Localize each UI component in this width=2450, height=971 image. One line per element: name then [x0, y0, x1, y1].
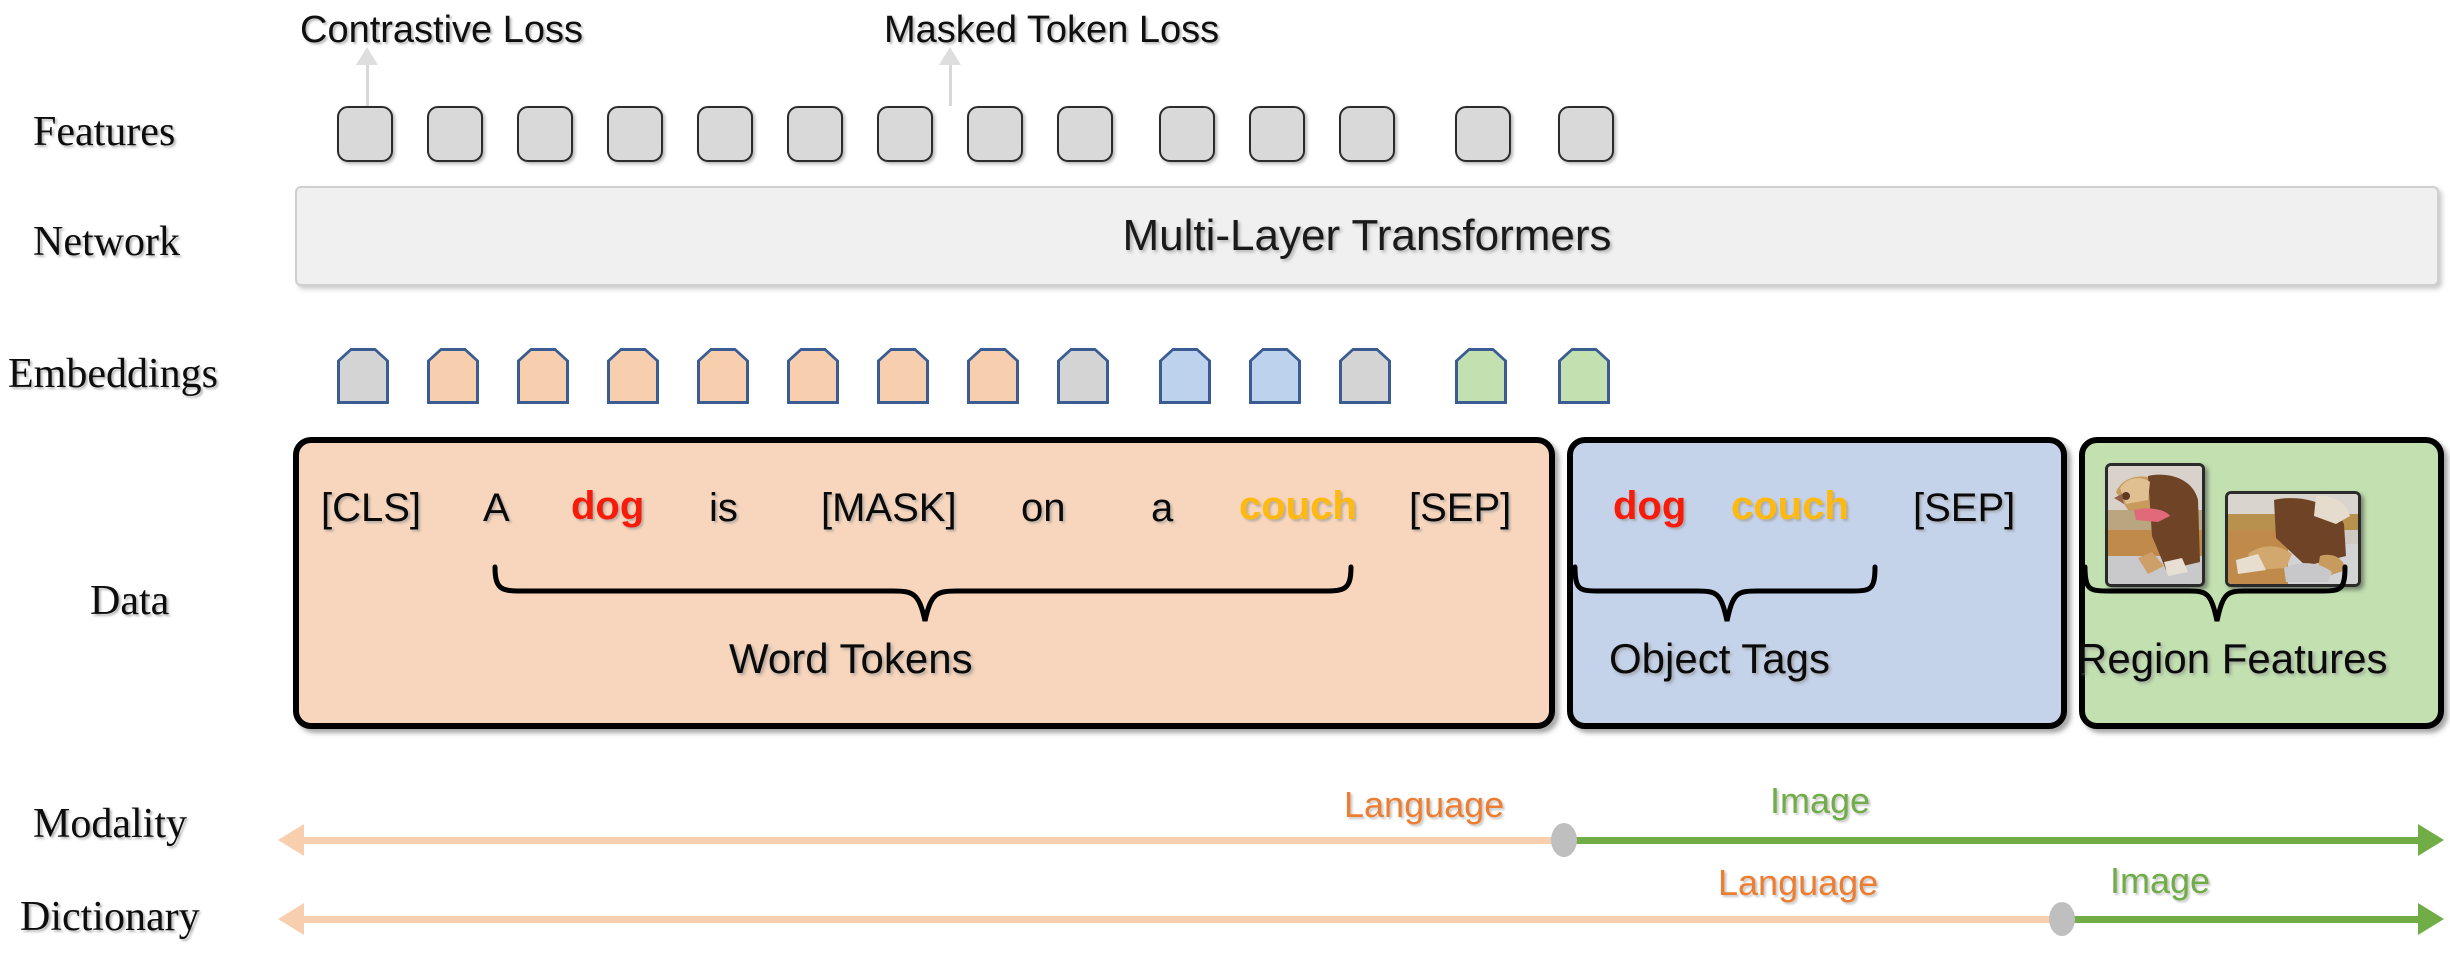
feature-box-8	[967, 106, 1023, 162]
row-label-data: Data	[90, 578, 170, 624]
contrastive-loss-label: Contrastive Loss	[300, 9, 584, 51]
region-thumb-1	[2105, 463, 2205, 587]
dictionary-right-arrowhead-icon	[2418, 903, 2444, 935]
feature-box-11	[1249, 106, 1305, 162]
tag-dog: dog	[1613, 484, 1687, 528]
row-label-modality: Modality	[33, 801, 187, 847]
embedding-6-orange	[787, 348, 839, 404]
masked-token-loss-arrow-icon	[939, 47, 961, 106]
dictionary-language-segment	[303, 916, 2060, 923]
embedding-10-blue	[1159, 348, 1211, 404]
embedding-1-gray	[337, 348, 389, 404]
token-couch: couch	[1239, 484, 1357, 528]
modality-image-segment	[1572, 837, 2422, 844]
data-box-object-tags: dog couch [SEP] Object Tags	[1567, 437, 2067, 729]
embedding-13-green	[1455, 348, 1507, 404]
embedding-9-gray	[1057, 348, 1109, 404]
modality-split-knob[interactable]	[1551, 823, 1577, 857]
tag-sep: [SEP]	[1913, 486, 2016, 530]
network-transformer-bar: Multi-Layer Transformers	[295, 186, 2439, 286]
token-cls: [CLS]	[321, 486, 422, 530]
region-thumb-2	[2225, 491, 2361, 587]
feature-box-10	[1159, 106, 1215, 162]
feature-box-2	[427, 106, 483, 162]
feature-box-1	[337, 106, 393, 162]
modality-left-arrowhead-icon	[278, 824, 304, 856]
feature-box-5	[697, 106, 753, 162]
dictionary-image-label: Image	[2110, 860, 2211, 901]
embedding-3-orange	[517, 348, 569, 404]
row-label-network: Network	[33, 219, 180, 265]
region-features-brace-icon	[2082, 564, 2348, 622]
feature-box-13	[1455, 106, 1511, 162]
modality-language-segment	[303, 837, 1565, 844]
masked-token-loss-label: Masked Token Loss	[884, 9, 1220, 51]
tag-couch: couch	[1731, 484, 1849, 528]
network-label: Multi-Layer Transformers	[1122, 211, 1612, 260]
row-label-dictionary: Dictionary	[20, 894, 200, 940]
contrastive-loss-arrow-icon	[356, 47, 378, 106]
word-tokens-brace-icon	[492, 564, 1354, 622]
embedding-2-orange	[427, 348, 479, 404]
feature-box-4	[607, 106, 663, 162]
data-box-region-features: Region Features	[2077, 437, 2444, 729]
embedding-12-gray	[1339, 348, 1391, 404]
feature-box-3	[517, 106, 573, 162]
feature-box-7	[877, 106, 933, 162]
feature-box-12	[1339, 106, 1395, 162]
row-label-embeddings: Embeddings	[8, 351, 218, 397]
token-is: is	[709, 486, 738, 530]
token-sep: [SEP]	[1409, 486, 1512, 530]
token-mask: [MASK]	[821, 486, 957, 530]
group-label-object-tags: Object Tags	[1609, 635, 1831, 682]
dictionary-split-knob[interactable]	[2049, 902, 2075, 936]
feature-box-6	[787, 106, 843, 162]
object-tags-brace-icon	[1572, 564, 1878, 622]
group-label-region-features: Region Features	[2077, 635, 2388, 682]
row-label-features: Features	[33, 109, 176, 155]
feature-box-14	[1558, 106, 1614, 162]
embedding-5-orange	[697, 348, 749, 404]
group-label-word-tokens: Word Tokens	[729, 635, 973, 682]
embedding-14-green	[1558, 348, 1610, 404]
modality-language-label: Language	[1344, 784, 1505, 825]
embedding-7-orange	[877, 348, 929, 404]
dictionary-left-arrowhead-icon	[278, 903, 304, 935]
embedding-8-orange	[967, 348, 1019, 404]
token-dog: dog	[571, 484, 645, 528]
embedding-4-orange	[607, 348, 659, 404]
data-box-word-tokens: [CLS] A dog is [MASK] on a couch [SEP] W…	[293, 437, 1555, 729]
modality-right-arrowhead-icon	[2418, 824, 2444, 856]
token-on: on	[1021, 486, 1066, 530]
dictionary-language-label: Language	[1718, 862, 1879, 903]
feature-box-9	[1057, 106, 1113, 162]
token-a2: a	[1151, 486, 1174, 530]
token-a: A	[483, 486, 510, 530]
embedding-11-blue	[1249, 348, 1301, 404]
modality-image-label: Image	[1770, 780, 1871, 821]
dictionary-image-segment	[2070, 916, 2422, 923]
